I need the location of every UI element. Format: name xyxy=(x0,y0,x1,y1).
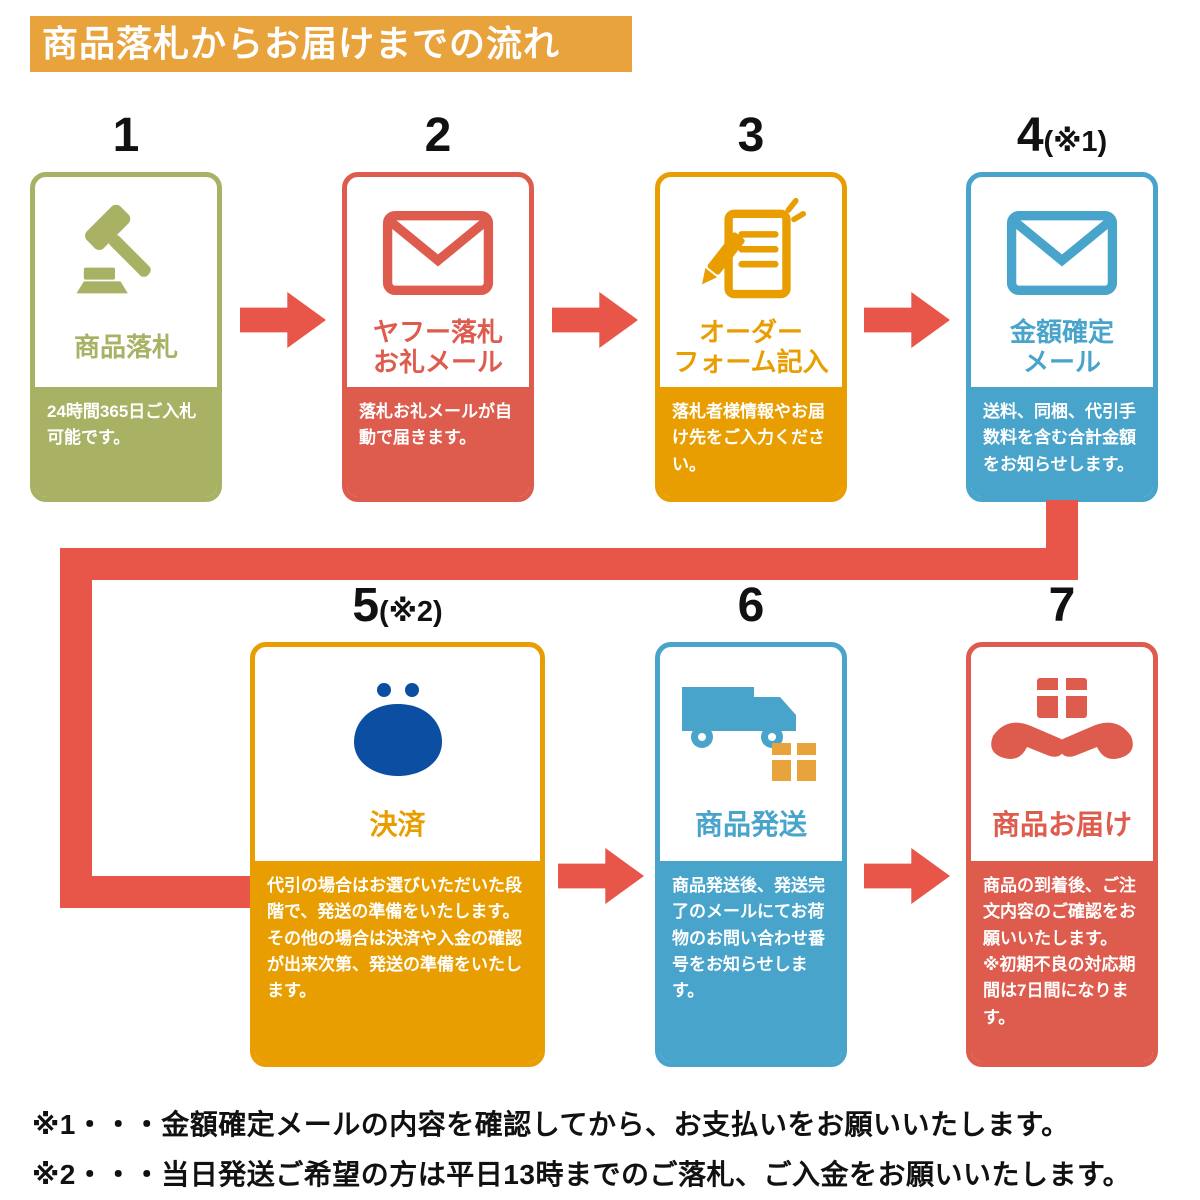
step-number-4: 4(※1) xyxy=(1016,109,1108,162)
connector-segment xyxy=(60,548,1078,580)
connector-segment xyxy=(60,876,252,908)
step-card-order-form: オーダー フォーム記入 落札者様情報やお届け先をご入力ください。 xyxy=(655,172,847,502)
flow-arrow xyxy=(864,848,950,904)
footnote-1: ※1・・・金額確定メールの内容を確認してから、お支払いをお願いいたします。 xyxy=(32,1109,1070,1140)
coin-purse-icon xyxy=(255,647,540,797)
step-description: 落札者様情報やお届け先をご入力ください。 xyxy=(660,387,842,497)
step-card-delivery: 商品お届け 商品の到着後、ご注文内容のご確認をお願いいたします。 ※初期不良の対… xyxy=(966,642,1158,1067)
page-title: 商品落札からお届けまでの流れ xyxy=(30,16,632,72)
step-title: 金額確定 メール xyxy=(1009,317,1114,377)
step-title: オーダー フォーム記入 xyxy=(673,317,829,377)
step-description: 24時間365日ご入札可能です。 xyxy=(35,387,217,497)
delivery-hands-icon xyxy=(971,647,1153,797)
step-number-1: 1 xyxy=(112,109,140,162)
step-title: 商品発送 xyxy=(694,808,807,840)
step-card-price-mail: 金額確定 メール 送料、同梱、代引手数料を含む合計金額をお知らせします。 xyxy=(966,172,1158,502)
step-number-2: 2 xyxy=(424,109,452,162)
step-number-6: 6 xyxy=(737,579,765,632)
step-card-payment: 決済 代引の場合はお選びいただいた段階で、発送の準備をいたします。 その他の場合… xyxy=(250,642,545,1067)
step-description: 商品の到着後、ご注文内容のご確認をお願いいたします。 ※初期不良の対応期間は7日… xyxy=(971,861,1153,1062)
footnote-2: ※2・・・当日発送ご希望の方は平日13時までのご落札、ご入金をお願いいたします。 xyxy=(32,1159,1132,1190)
step-title: ヤフー落札 お礼メール xyxy=(372,317,503,377)
flow-arrow xyxy=(240,292,326,348)
step-title: 商品お届け xyxy=(991,808,1132,840)
step-card-thanks-mail: ヤフー落札 お礼メール 落札お礼メールが自動で届きます。 xyxy=(342,172,534,502)
step-card-auction: 商品落札 24時間365日ご入札可能です。 xyxy=(30,172,222,502)
step-description: 送料、同梱、代引手数料を含む合計金額をお知らせします。 xyxy=(971,387,1153,497)
order-form-icon xyxy=(660,177,842,317)
flow-arrow xyxy=(864,292,950,348)
mail-icon xyxy=(971,177,1153,317)
step-number-7: 7 xyxy=(1048,579,1076,632)
step-card-shipping: 商品発送 商品発送後、発送完了のメールにてお荷物のお問い合わせ番号をお知らせしま… xyxy=(655,642,847,1067)
flow-arrow xyxy=(558,848,644,904)
truck-icon xyxy=(660,647,842,797)
step-description: 代引の場合はお選びいただいた段階で、発送の準備をいたします。 その他の場合は決済… xyxy=(255,861,540,1062)
step-description: 落札お礼メールが自動で届きます。 xyxy=(347,387,529,497)
connector-segment xyxy=(60,548,92,908)
flow-arrow xyxy=(552,292,638,348)
step-title: 決済 xyxy=(369,808,426,840)
step-number-5: 5(※2) xyxy=(352,579,443,632)
mail-icon xyxy=(347,177,529,317)
step-number-3: 3 xyxy=(737,109,765,162)
gavel-icon xyxy=(35,177,217,317)
step-title: 商品落札 xyxy=(73,332,178,363)
step-description: 商品発送後、発送完了のメールにてお荷物のお問い合わせ番号をお知らせします。 xyxy=(660,861,842,1062)
